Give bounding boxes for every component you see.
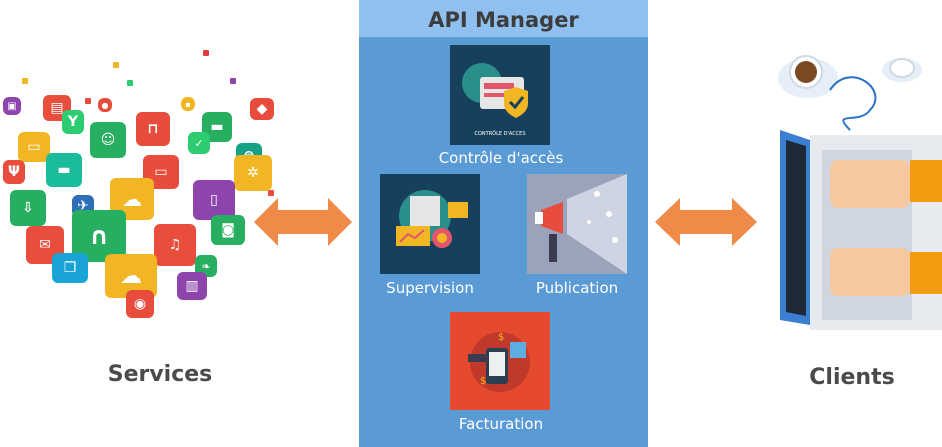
cutlery-icon: Ψ <box>3 160 25 184</box>
supervision-label: Supervision <box>386 279 474 297</box>
services-label: Services <box>107 362 213 387</box>
like-icon: ✓ <box>188 132 210 154</box>
dashboard-icon <box>380 174 480 274</box>
chart-icon: ▥ <box>177 272 207 300</box>
api-manager-panel: API Manager CONTRÔLE D'ACCES Contrôle d'… <box>359 0 648 447</box>
clients-label: Clients <box>809 365 895 390</box>
calendar-icon: ▤ <box>43 95 71 121</box>
globe-icon: ◉ <box>126 290 154 318</box>
tablet-icon: ▯ <box>193 180 235 220</box>
right-double-arrow-icon <box>655 198 757 246</box>
left-double-arrow-icon <box>254 198 352 246</box>
svg-text:$: $ <box>498 332 504 343</box>
api-manager-title: API Manager <box>359 0 648 37</box>
gears-icon: ✲ <box>234 155 272 191</box>
supervision-tile[interactable] <box>380 174 480 274</box>
access-control-tile-text: CONTRÔLE D'ACCES <box>474 131 526 137</box>
billing-label: Facturation <box>458 415 544 433</box>
billing-tile[interactable]: $ $ <box>450 312 550 410</box>
leaf-icon: ❧ <box>195 255 217 277</box>
message-icon: ▭ <box>18 132 50 162</box>
cocktail-icon: Y <box>62 110 84 134</box>
windows-icon: ❐ <box>52 253 88 283</box>
access-control-tile[interactable]: CONTRÔLE D'ACCES <box>450 45 550 145</box>
user-icon: ☺ <box>90 122 126 158</box>
publication-tile[interactable] <box>527 174 627 274</box>
camera-icon: ◙ <box>211 215 245 245</box>
shield-icon <box>450 45 550 145</box>
lock-icon: ⊓ <box>136 112 170 146</box>
download-icon: ⇩ <box>10 190 46 226</box>
taxi-icon: ▬ <box>46 153 82 187</box>
megaphone-icon <box>527 174 627 274</box>
services-icon-cloud: ▤ ▣ Y ● ⊓ ▪ ▬ ◆ ▭ ☺ ⊛ ✓ Ψ ▬ ▭ ✲ ⇩ ✈ ☁ ▯ … <box>0 40 300 330</box>
svg-text:$: $ <box>480 376 486 387</box>
shopping-icon: $ $ <box>450 312 550 410</box>
bag-icon: ▣ <box>3 97 21 115</box>
car-icon: ◆ <box>250 98 274 120</box>
chat-icon: ● <box>98 98 112 112</box>
music-icon: ♫ <box>154 224 196 266</box>
photo-icon: ▪ <box>181 97 195 111</box>
access-control-label: Contrôle d'accès <box>438 149 564 167</box>
laptop-typing-icon <box>770 40 942 340</box>
publication-label: Publication <box>535 279 619 297</box>
